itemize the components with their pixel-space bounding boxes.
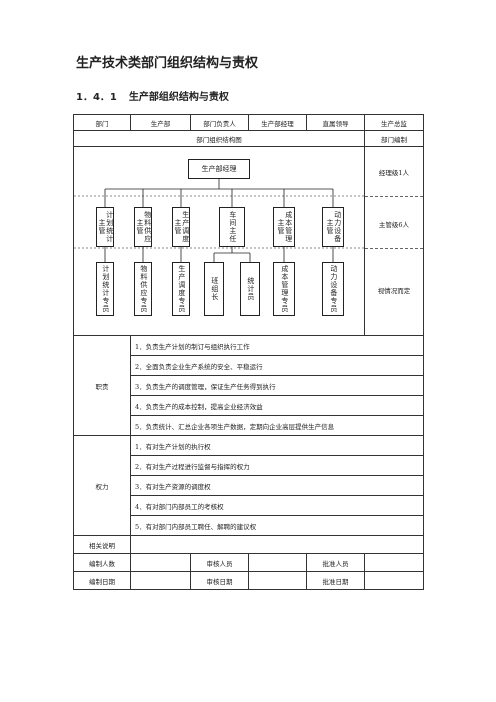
- org-box-plan-supervisor: 计划统计主管: [96, 207, 114, 247]
- org-box-material-supervisor: 物料供应主管: [134, 207, 152, 247]
- review-date-label: 审核日期: [190, 571, 249, 590]
- org-box-dispatch-supervisor: 生产调度主管: [172, 207, 190, 247]
- signoff-date-row: 编制日期 审核日期 批准日期: [73, 571, 424, 590]
- org-box-cost-specialist: 成本管理专员: [273, 262, 295, 316]
- prepared-date-value: [130, 571, 191, 590]
- chart-header-row: 部门组织结构图 部门编制: [73, 130, 424, 147]
- org-box-cost-supervisor: 成本管理主管: [273, 207, 295, 247]
- org-chart-row: 生产部经理 计划统计主管 物料供应主管 生产调度主管 车间主任 成本管理主管 动…: [73, 146, 424, 336]
- head-value: 生产部经理: [248, 114, 307, 131]
- reviewer-value: [248, 553, 307, 572]
- duty-row: 职责 1．负责生产计划的制订与组织执行工作: [73, 335, 424, 436]
- duties-label: 职责: [73, 335, 131, 436]
- duty-item: 1．负责生产计划的制订与组织执行工作: [130, 335, 424, 356]
- authority-item: 3．有对生产资源的调度权: [130, 475, 424, 496]
- org-box-material-specialist: 物料供应专员: [134, 262, 152, 316]
- approve-date-label: 批准日期: [306, 571, 365, 590]
- authority-item: 1．有对生产计划的执行权: [130, 435, 424, 456]
- staffing-column: 经理级1人 主管级6人 视情况而定: [364, 146, 424, 336]
- duty-item: 2．全面负责企业生产系统的安全、平稳运行: [130, 355, 424, 376]
- lead-label: 直属领导: [306, 114, 365, 131]
- approver-label: 批准人员: [306, 553, 365, 572]
- prepared-date-label: 编制日期: [73, 571, 131, 590]
- duty-item: 4．负责生产的成本控制，提高企业经济效益: [130, 395, 424, 416]
- authority-item: 4．有对部门内部员工的考核权: [130, 495, 424, 516]
- org-box-equipment-specialist: 动力设备专员: [322, 262, 344, 316]
- org-connectors: [74, 179, 365, 262]
- org-box-plan-specialist: 计划统计专员: [96, 262, 114, 316]
- authority-item: 5．有对部门内部员工聘任、解聘的建议权: [130, 515, 424, 536]
- dept-value: 生产部: [130, 114, 191, 131]
- org-box-team-leader: 班组长: [204, 262, 224, 316]
- section-label: 生产部组织结构与责权: [128, 92, 229, 103]
- org-box-workshop-director: 车间主任: [219, 207, 245, 247]
- related-row: 相关说明: [73, 535, 424, 554]
- section-title: 1．4．1 生产部组织结构与责权: [76, 88, 229, 103]
- authority-row: 权力 1．有对生产计划的执行权: [73, 435, 424, 536]
- head-label: 部门负责人: [190, 114, 249, 131]
- review-date-value: [248, 571, 307, 590]
- lead-value: 生产总监: [364, 114, 424, 131]
- related-label: 相关说明: [73, 535, 131, 554]
- approver-value: [364, 553, 424, 572]
- org-chart: 生产部经理 计划统计主管 物料供应主管 生产调度主管 车间主任 成本管理主管 动…: [73, 146, 365, 336]
- signoff-count-row: 编制人数 审核人员 批准人员: [73, 553, 424, 572]
- document-title: 生产技术类部门组织结构与责权: [76, 56, 259, 71]
- org-box-dispatch-specialist: 生产调度专员: [172, 262, 190, 316]
- duty-item: 3．负责生产的调度管理，保证生产任务得到执行: [130, 375, 424, 396]
- org-box-equipment-supervisor: 动力设备主管: [322, 207, 344, 247]
- chart-header-right: 部门编制: [364, 130, 424, 147]
- prepared-by-value: [130, 553, 191, 572]
- org-responsibility-table: 部门 生产部 部门负责人 生产部经理 直属领导 生产总监 部门组织结构图 部门编…: [73, 114, 424, 590]
- staffing-staff: 视情况而定: [377, 287, 411, 295]
- reviewer-label: 审核人员: [190, 553, 249, 572]
- dept-label: 部门: [73, 114, 131, 131]
- org-box-statistician: 统计员: [240, 262, 260, 316]
- org-root-box: 生产部经理: [188, 159, 250, 179]
- section-number: 1．4．1: [76, 92, 117, 103]
- staffing-manager: 经理级1人: [378, 169, 410, 177]
- staffing-supervisor: 主管级6人: [378, 221, 410, 229]
- related-value: [130, 535, 424, 554]
- header-row: 部门 生产部 部门负责人 生产部经理 直属领导 生产总监: [73, 114, 424, 131]
- approve-date-value: [364, 571, 424, 590]
- authority-item: 2．有对生产过程进行监督与指挥的权力: [130, 455, 424, 476]
- authority-label: 权力: [73, 435, 131, 536]
- chart-header-left: 部门组织结构图: [73, 130, 365, 147]
- duty-item: 5．负责统计、汇总企业各项生产数据，定期向企业高层提供生产信息: [130, 415, 424, 436]
- prepared-by-label: 编制人数: [73, 553, 131, 572]
